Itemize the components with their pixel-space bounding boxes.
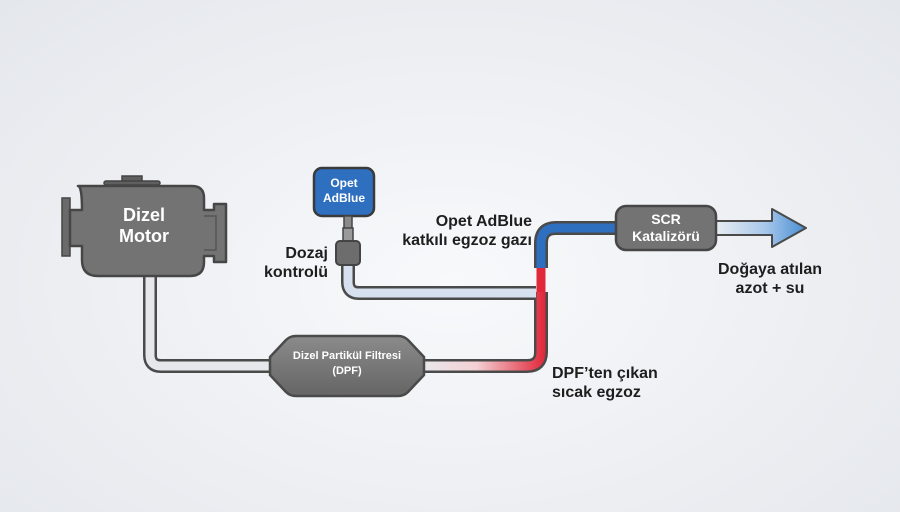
adblue-exhaust-label-line1: Opet AdBlue xyxy=(435,213,532,230)
dosing-valve xyxy=(335,227,361,266)
engine-block xyxy=(61,175,228,278)
dpf-label-line2: (DPF) xyxy=(332,365,362,377)
pipe-engine-to-dpf xyxy=(143,270,275,373)
dpf-filter xyxy=(268,334,426,398)
output-label: Doğaya atılan azot + su xyxy=(700,260,840,298)
scr-label: SCR Katalizörü xyxy=(616,211,716,245)
hot-exhaust-label-line1: DPF’ten çıkan xyxy=(552,365,658,382)
engine-label-line2: Motor xyxy=(119,226,169,246)
hot-exhaust-label-line2: sıcak egzoz xyxy=(552,384,641,401)
engine-label: Dizel Motor xyxy=(94,205,194,247)
output-label-line1: Doğaya atılan xyxy=(717,261,823,278)
pipe-adblue-exhaust xyxy=(534,221,625,268)
hot-exhaust-label: DPF’ten çıkan sıcak egzoz xyxy=(552,364,658,402)
adblue-exhaust-label-line2: katkılı egzoz gazı xyxy=(402,232,532,249)
engine-label-line1: Dizel xyxy=(122,205,165,225)
adblue-tank xyxy=(312,166,376,231)
dosing-control-label: Dozaj kontrolü xyxy=(236,244,328,282)
dosing-control-label-line2: kontrolü xyxy=(264,264,328,281)
scr-label-line2: Katalizörü xyxy=(632,228,700,244)
dpf-label-line1: Dizel Partikül Filtresi xyxy=(292,350,402,362)
scr-catalyst xyxy=(614,204,718,252)
dpf-label: Dizel Partikül Filtresi (DPF) xyxy=(276,349,418,379)
adblue-exhaust-label: Opet AdBlue katkılı egzoz gazı xyxy=(372,212,532,250)
adblue-tank-label-line1: Opet xyxy=(330,176,358,190)
output-arrow xyxy=(711,208,807,248)
adblue-tank-label: Opet AdBlue xyxy=(314,176,374,206)
output-label-line2: azot + su xyxy=(735,280,805,297)
dosing-control-label-line1: Dozaj xyxy=(285,245,328,262)
scr-label-line1: SCR xyxy=(651,211,681,227)
pipe-hot-exhaust xyxy=(420,266,548,373)
pipe-adblue-dosing xyxy=(341,266,536,300)
adblue-tank-label-line2: AdBlue xyxy=(323,191,365,205)
